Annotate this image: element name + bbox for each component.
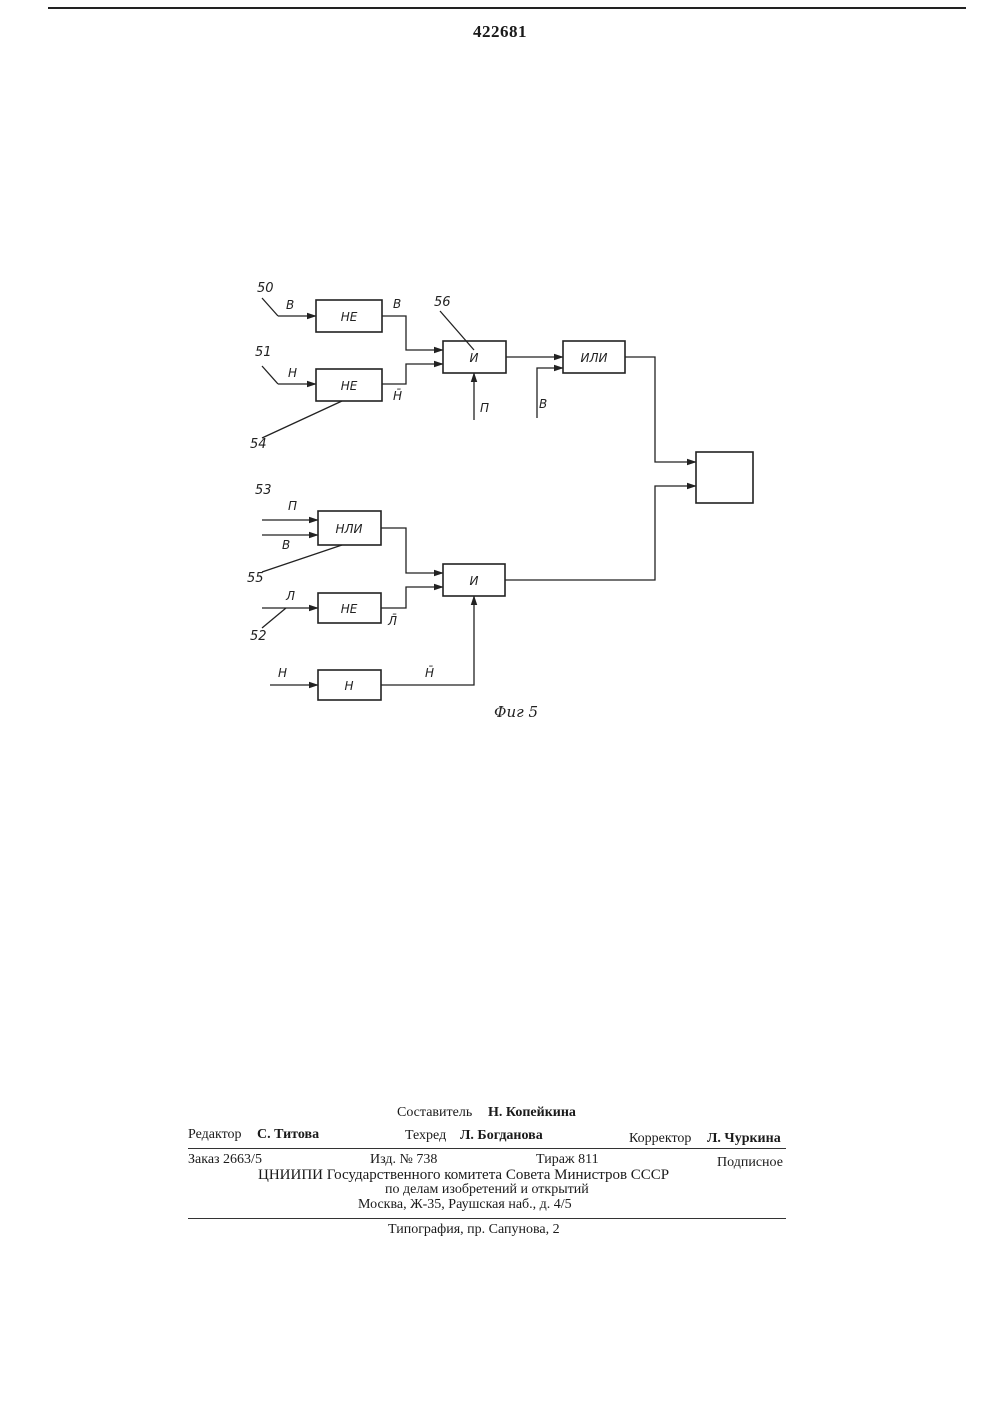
compiler-label: Составитель [397, 1105, 472, 1121]
techred-name: Л. Богданова [460, 1128, 543, 1144]
imprint-rule-bottom [188, 1218, 786, 1219]
techred-label: Техред [405, 1128, 446, 1144]
printer: Типография, пр. Сапунова, 2 [388, 1222, 560, 1238]
circulation: Тираж 811 [536, 1152, 599, 1168]
imprint-rule-top [188, 1148, 786, 1149]
editor-name: С. Титова [257, 1127, 319, 1143]
order-number: Заказ 2663/5 [188, 1152, 262, 1168]
corrector-label: Корректор [629, 1131, 691, 1147]
edition-number: Изд. № 738 [370, 1152, 437, 1168]
address: Москва, Ж-35, Раушская наб., д. 4/5 [358, 1197, 572, 1213]
organization-line2: по делам изобретений и открытий [385, 1182, 589, 1198]
subscription-note: Подписное [717, 1155, 783, 1171]
compiler-name: Н. Копейкина [488, 1105, 576, 1121]
corrector-name: Л. Чуркина [707, 1131, 781, 1147]
editor-label: Редактор [188, 1127, 242, 1143]
